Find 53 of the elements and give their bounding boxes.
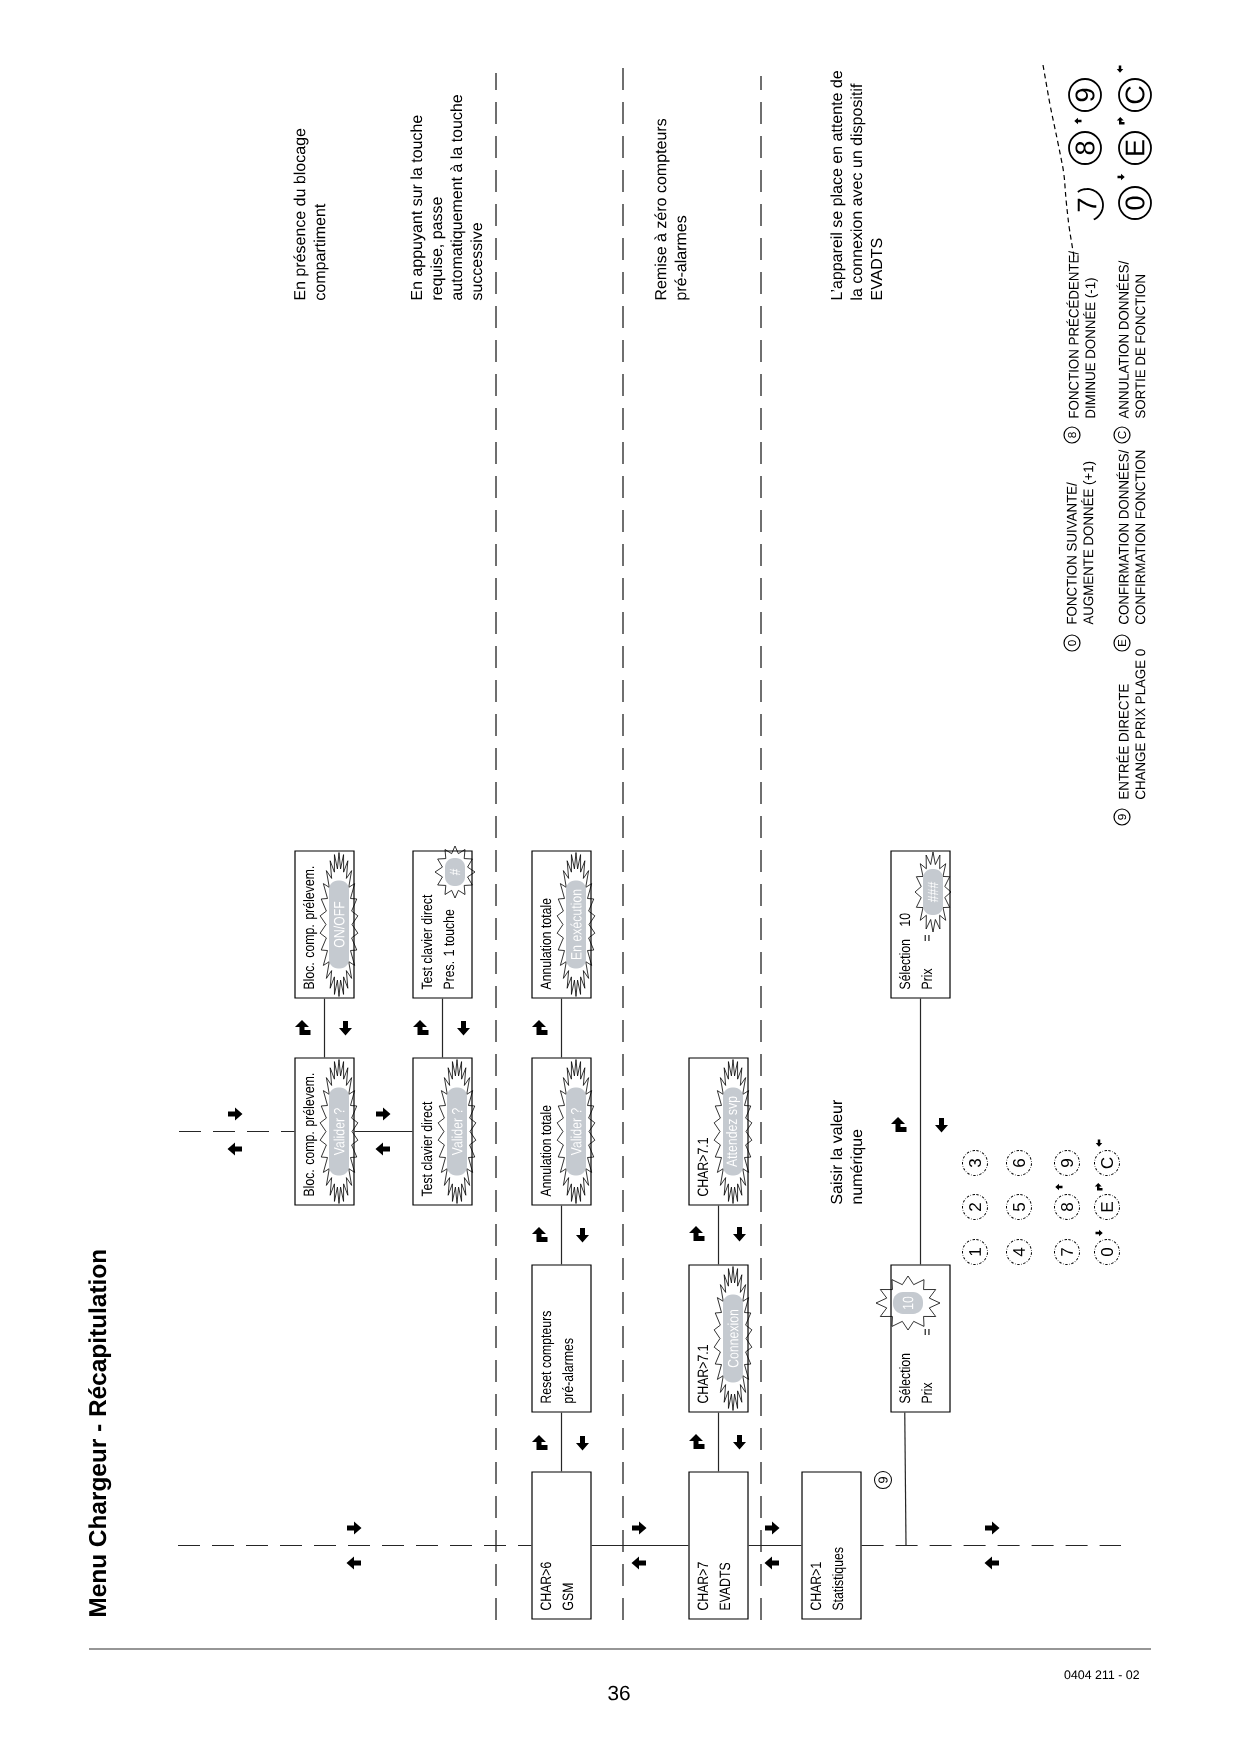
display-box: CHAR>1 Statistiques bbox=[801, 1471, 862, 1620]
blinking-value: Valider ? bbox=[437, 1059, 477, 1204]
node-label: = bbox=[924, 1329, 930, 1336]
blinking-value: Valider ? bbox=[319, 1059, 359, 1204]
blinking-value: ### bbox=[914, 851, 952, 933]
blinking-value: # bbox=[434, 845, 476, 899]
keypad-key: 0 bbox=[1118, 186, 1152, 220]
keypad-key: 1 bbox=[962, 1239, 988, 1265]
note-text: Remise à zéro compteurs pré-alarmes bbox=[654, 118, 690, 300]
keypad-key: 7 bbox=[1076, 188, 1104, 221]
document-code: 0404 211 - 02 bbox=[1064, 1670, 1139, 1680]
legend-text: ENTRÉE DIRECTE CHANGE PRIX PLAGE 0 bbox=[1116, 649, 1146, 799]
keypad-key: 0 bbox=[1094, 1239, 1120, 1265]
legend-text: CONFIRMATION DONNÉES/ CONFIRMATION FONCTION bbox=[1116, 449, 1146, 624]
keypad-key: 2 bbox=[962, 1194, 988, 1220]
keypad-key: 9 bbox=[1068, 78, 1102, 112]
legend-text: FONCTION PRÉCÉDENTE/ DIMINUE DONNÉE (-1) bbox=[1066, 250, 1099, 418]
keypad-key: 9 bbox=[1054, 1150, 1080, 1176]
page-number: 36 bbox=[608, 1685, 630, 1701]
blinking-value: Valider ? bbox=[556, 1059, 596, 1204]
node-label: Sélection bbox=[898, 939, 911, 990]
note-text: L’appareil se place en attente de la connexion avec un dispositif EVADTS bbox=[830, 71, 883, 300]
note-text: Saisir la valeur numérique bbox=[830, 1100, 866, 1204]
keypad-key: 3 bbox=[962, 1150, 988, 1176]
node-label: 10 bbox=[899, 913, 911, 926]
title: Menu Chargeur - Récapitulation bbox=[88, 1250, 112, 1616]
keypad-key: 5 bbox=[1006, 1194, 1032, 1220]
keypad-key: 7 bbox=[1054, 1239, 1080, 1265]
note-text: En appuyant sur la touche requise, passe automatiquement à la touche successive bbox=[410, 95, 483, 301]
connector-line bbox=[904, 1412, 907, 1547]
node-label: Sélection bbox=[898, 1353, 911, 1404]
display-box: CHAR>6 GSM bbox=[531, 1471, 592, 1620]
keypad-key: E bbox=[1118, 131, 1152, 165]
keypad-key: E bbox=[1094, 1194, 1120, 1220]
legend-text: ANNULATION DONNÉES/ SORTIE DE FONCTION bbox=[1116, 260, 1146, 419]
keypad-key: C bbox=[1094, 1150, 1120, 1176]
keypad-key: 8 bbox=[1054, 1194, 1080, 1220]
blinking-value: ON/OFF bbox=[319, 852, 359, 997]
note-text: En présence du blocage compartiment bbox=[293, 128, 329, 300]
keypad-key: 6 bbox=[1006, 1150, 1032, 1176]
edge-label: 9 bbox=[874, 1471, 892, 1489]
keypad-key: 8 bbox=[1068, 131, 1102, 165]
display-box: Reset compteurs pré-alarmes bbox=[531, 1264, 592, 1413]
blinking-value: En exécution bbox=[556, 852, 596, 997]
keypad-key: C bbox=[1118, 78, 1152, 112]
node-label: = bbox=[924, 935, 930, 942]
node-label: Prix bbox=[921, 968, 933, 989]
node-label: Prix bbox=[921, 1382, 933, 1403]
blinking-value: Attendez svp bbox=[713, 1059, 753, 1204]
display-box: CHAR>7 EVADTS bbox=[688, 1471, 749, 1620]
legend-text: FONCTION SUIVANTE/ AUGMENTE DONNÉE (+1) bbox=[1066, 461, 1097, 625]
keypad-key: 4 bbox=[1006, 1239, 1032, 1265]
blinking-value: Connexion bbox=[713, 1266, 753, 1411]
